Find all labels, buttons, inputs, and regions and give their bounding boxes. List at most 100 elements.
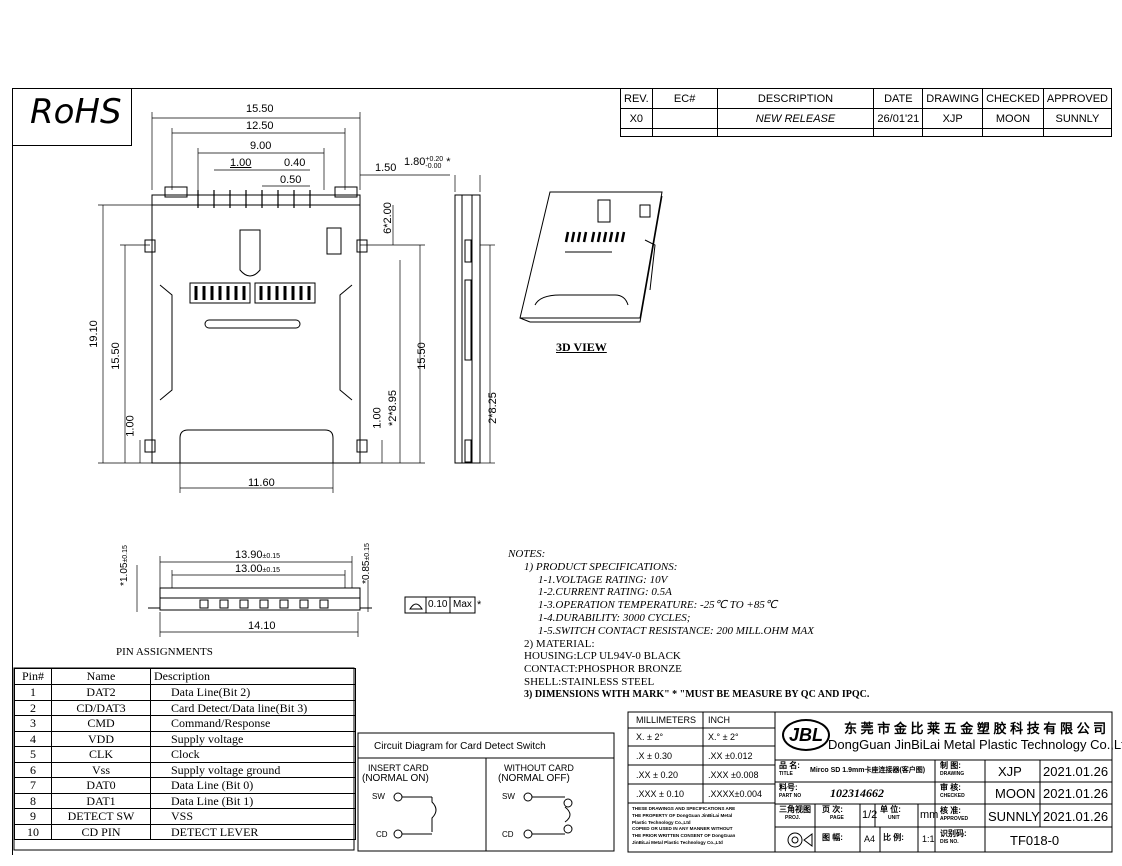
tol-mm-1: X. ± 2° <box>636 732 664 742</box>
dim-side-13-00: 13.00±0.15 <box>235 563 280 575</box>
dim-0-50: 0.50 <box>280 174 302 186</box>
property-note-2: THE PROPERTY OF DongGuan JinBiLai Metal <box>632 812 733 818</box>
note-line-10: SHELL:STAINLESS STEEL <box>524 675 655 688</box>
dim-1-80-value: 1.80 <box>404 156 426 168</box>
dim-15-50-right: 15.50 <box>415 342 428 370</box>
3d-view <box>519 191 663 323</box>
pin-assignments-title: PIN ASSIGNMENTS <box>116 646 213 658</box>
tol-inch-4: .XXXX±0.004 <box>708 789 762 799</box>
pin-description: DETECT LEVER <box>150 823 356 840</box>
part-value: 102314662 <box>830 786 884 800</box>
dim-side-13-90: 13.90±0.15 <box>235 549 280 561</box>
dim-1-00-right: 1.00 <box>371 407 384 429</box>
circuit-left-sw: SW <box>372 792 385 801</box>
dim-19-10: 19.10 <box>87 320 100 348</box>
circuit-right-sw: SW <box>502 792 515 801</box>
dim-1-80: 1.80+0.20-0.00 * <box>404 156 450 170</box>
pin-number: 8 <box>14 792 52 809</box>
checked-label: 审 核:CHECKED <box>940 784 965 800</box>
dim-15-50-left: 15.50 <box>109 342 122 370</box>
pin-name: DAT1 <box>51 792 151 809</box>
rohs-box <box>12 88 132 146</box>
top-view <box>98 112 450 493</box>
dim-side-0-85-tol: ±0.15 <box>363 543 371 561</box>
note-line-1: 1) PRODUCT SPECIFICATIONS: <box>524 560 678 573</box>
dim-6x2-00: 6*2.00 <box>381 202 394 234</box>
proj-label-cn: 三角视图 <box>779 805 811 814</box>
circuit-left-title-2: (NORMAL ON) <box>362 773 429 784</box>
scale-label: 比 例: <box>883 833 904 842</box>
pin-name: CD/DAT3 <box>51 699 151 716</box>
pin-description: Data Line (Bit 1) <box>150 792 356 809</box>
front-view <box>136 556 476 637</box>
dim-side-0-85: *0.85±0.15 <box>361 543 372 584</box>
tol-mm-3: .XX ± 0.20 <box>636 770 678 780</box>
drawing-border <box>12 88 1111 855</box>
approved-name: SUNNLY <box>988 809 1040 824</box>
dim-1-80-tol-down: -0.00 <box>425 163 442 170</box>
note-line-4: 1-3.OPERATION TEMPERATURE: -25℃ TO +85℃ <box>538 599 778 612</box>
circuit-title: Circuit Diagram for Card Detect Switch <box>374 741 546 752</box>
drawing-label-cn: 制 图: <box>940 761 961 770</box>
pin-number: 2 <box>14 699 52 716</box>
part-label: 料号:PART NO <box>779 784 801 800</box>
pin-name: DAT2 <box>51 684 151 701</box>
pin-name: DETECT SW <box>51 808 151 825</box>
dim-1-00-left: 1.00 <box>124 415 137 437</box>
pin-number: 10 <box>14 823 52 840</box>
notes: NOTES: 1) PRODUCT SPECIFICATIONS: 1-1.VO… <box>508 548 869 702</box>
circuit-right-cd: CD <box>502 830 514 839</box>
dim-side-13-00-value: 13.00 <box>235 563 263 575</box>
property-note-5: THE PRIOR WRITTEN CONSENT OF DongGuan <box>632 833 736 839</box>
pin-number: 1 <box>14 684 52 701</box>
property-note-4: COPIED OR USED IN ANY MANNER WITHOUT <box>632 826 733 832</box>
pin-number: 3 <box>14 715 52 732</box>
dim-11-60: 11.60 <box>248 477 275 489</box>
dis-label-cn: 识别码: <box>940 829 967 838</box>
pin-number: 4 <box>14 730 52 747</box>
pin-name: CMD <box>51 715 151 732</box>
pin-number: 7 <box>14 777 52 794</box>
approved-date: 2021.01.26 <box>1043 809 1109 824</box>
circuit-left-title-1: INSERT CARD <box>368 763 429 773</box>
drawing-date: 2021.01.26 <box>1043 764 1109 779</box>
dim-side-1-05: *1.05±0.15 <box>119 545 130 586</box>
dim-9-00: 9.00 <box>250 140 272 152</box>
circuit-right-title-2: (NORMAL OFF) <box>498 773 570 784</box>
revision-table: REV. EC# DESCRIPTION DATE DRAWING CHECKE… <box>620 88 1113 137</box>
page-label-cn: 页 次: <box>822 805 843 814</box>
dim-1-00-top: 1.00 <box>230 157 252 169</box>
dis-label: 识别码:DIS NO. <box>940 830 967 846</box>
checked-name: MOON <box>995 786 1036 801</box>
dis-value: TF018-0 <box>1010 833 1060 848</box>
size-label: 图 幅: <box>822 833 843 842</box>
dim-side-1-05-value: *1.05 <box>118 562 130 586</box>
pin-name: CD PIN <box>51 823 151 840</box>
note-line-8: HOUSING:LCP UL94V-0 BLACK <box>524 650 681 663</box>
circuit-diagram <box>357 732 615 852</box>
unit-label-en: UNIT <box>888 815 900 821</box>
approved-label-cn: 核 准: <box>940 806 961 815</box>
tol-header-inch: INCH <box>708 715 730 725</box>
checked-label-cn: 审 核: <box>940 783 961 792</box>
pin-header: Pin# <box>14 668 52 685</box>
notes-title: NOTES: <box>508 548 546 560</box>
tol-mm-4: .XXX ± 0.10 <box>636 789 684 799</box>
date-cell: 26/01'21 <box>873 108 924 129</box>
title-value: Mirco SD 1.9mm卡座连接器(客户图) <box>810 767 926 774</box>
title-label: 品 名:TITLE <box>779 762 800 778</box>
date-header: DATE <box>873 88 924 109</box>
dim-1-80-star: * <box>446 156 451 168</box>
note-line-11: 3) DIMENSIONS WITH MARK" * "MUST BE MEAS… <box>524 688 870 700</box>
company-name-en: DongGuan JinBiLai Metal Plastic Technolo… <box>828 737 1122 752</box>
part-label-cn: 料号: <box>779 783 798 792</box>
note-line-5: 1-4.DURABILITY: 3000 CYCLES; <box>538 611 691 624</box>
company-name-cn: 东 莞 市 金 比 莱 五 金 塑 胶 科 技 有 限 公 司 <box>844 721 1107 736</box>
drawing-label: 制 图:DRAWING <box>940 762 964 778</box>
